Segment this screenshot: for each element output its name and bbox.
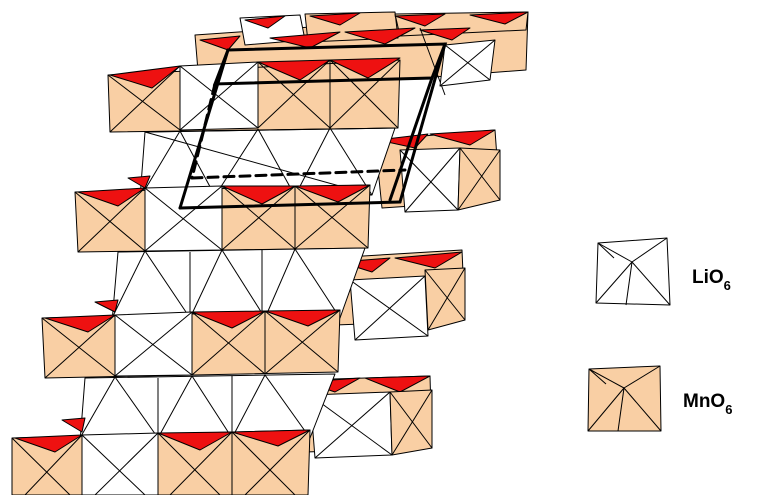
lio6-layer-3 xyxy=(79,373,336,443)
lio6-legend-label: LiO6 xyxy=(692,267,731,293)
front-layers xyxy=(11,57,401,495)
lio6-layer-2 xyxy=(111,247,366,323)
lio6-layer-1 xyxy=(139,127,396,199)
mno6-legend-label: MnO6 xyxy=(683,391,732,417)
unit-cell xyxy=(178,42,448,210)
lio6-label-main: LiO xyxy=(692,267,724,288)
mno6-layer-1 xyxy=(107,57,401,133)
mno6-layer-4 xyxy=(11,417,311,495)
legend: LiO6 MnO6 xyxy=(587,237,732,432)
lio6-label-sub: 6 xyxy=(724,278,731,293)
mno6-layer-3 xyxy=(41,299,341,379)
mno6-label-main: MnO xyxy=(683,391,725,412)
mno6-octahedron-icon xyxy=(587,365,662,432)
lio6-octahedron-icon xyxy=(595,237,671,306)
mno6-layer-2 xyxy=(74,175,371,253)
mno6-label-sub: 6 xyxy=(725,402,732,417)
